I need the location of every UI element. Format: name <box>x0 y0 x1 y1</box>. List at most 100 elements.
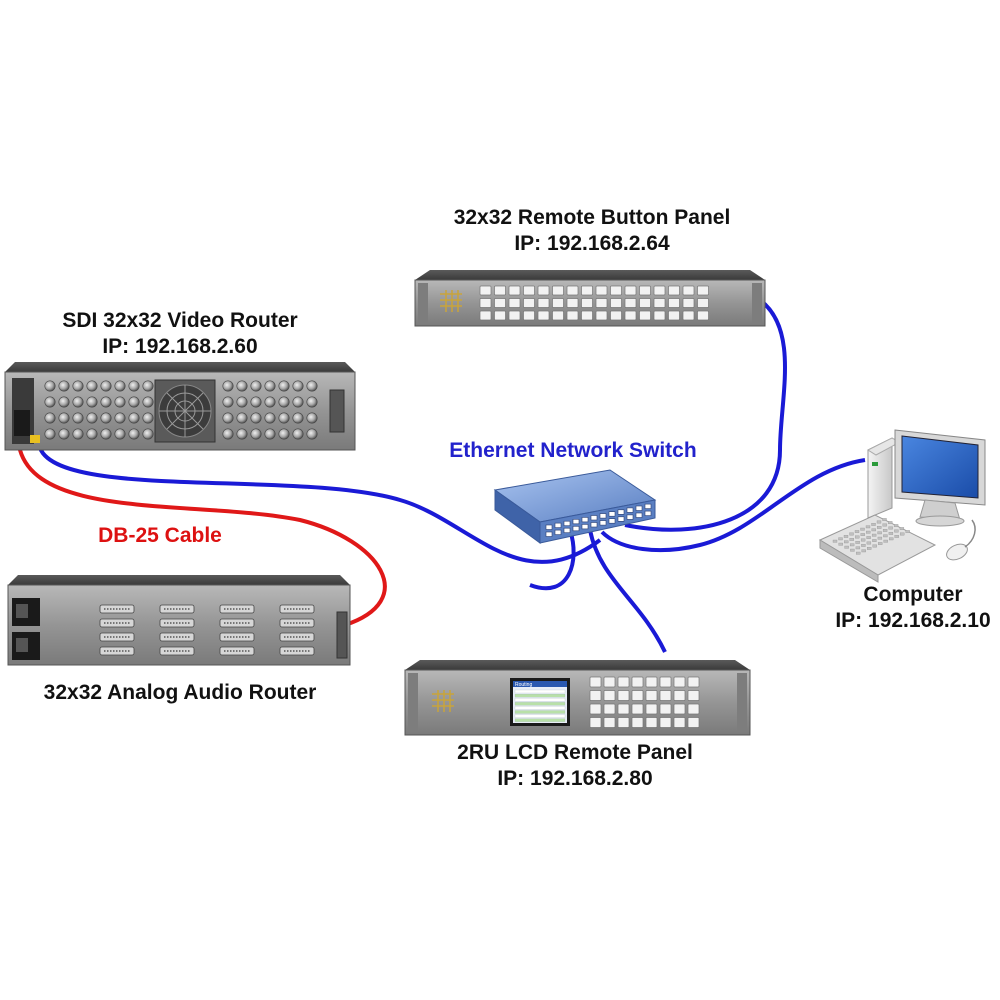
bnc-connector-icon <box>58 380 70 392</box>
bnc-connector-icon <box>100 428 112 440</box>
network-switch-name: Ethernet Network Switch <box>449 439 697 462</box>
ethernet-port-icon <box>626 514 634 520</box>
panel-button <box>494 298 506 308</box>
panel-button <box>624 310 637 321</box>
panel-button <box>659 717 672 728</box>
bnc-connector-icon <box>72 428 84 440</box>
panel-button <box>566 310 579 321</box>
panel-button <box>537 298 550 308</box>
panel-button <box>673 717 686 728</box>
panel-button <box>697 285 709 296</box>
ethernet-port-icon <box>545 531 553 537</box>
lcd-screen-title: Routing <box>515 682 532 688</box>
ethernet-cable-computer <box>600 458 866 553</box>
panel-button <box>624 298 637 308</box>
ethernet-cable-video-router <box>38 447 602 564</box>
bnc-connector-icon <box>142 396 154 408</box>
bnc-connector-icon <box>250 380 262 392</box>
panel-button <box>639 285 651 296</box>
remote-button-panel-ip: IP: 192.168.2.64 <box>514 232 670 255</box>
panel-button <box>659 676 672 688</box>
panel-button <box>653 285 666 296</box>
ethernet-port-icon <box>617 509 625 515</box>
video-router-bnc-right <box>222 380 318 440</box>
panel-button <box>697 310 709 321</box>
bnc-connector-icon <box>264 412 276 424</box>
bnc-connector-icon <box>100 412 112 424</box>
audio-router-name: 32x32 Analog Audio Router <box>43 681 317 704</box>
panel-button <box>631 717 644 728</box>
panel-button <box>682 285 695 296</box>
panel-button <box>631 690 644 701</box>
ethernet-port-icon <box>644 510 652 516</box>
bnc-connector-icon <box>128 396 140 408</box>
panel-button <box>687 717 700 728</box>
ethernet-port-icon <box>554 529 562 535</box>
lcd-remote-panel-label: 2RU LCD Remote Panel IP: 192.168.2.80 <box>400 740 750 792</box>
fan-icon <box>154 379 216 443</box>
bnc-connector-icon <box>44 428 56 440</box>
panel-button <box>645 690 658 701</box>
panel-button <box>687 703 700 715</box>
panel-button <box>566 298 579 308</box>
panel-button <box>603 717 616 728</box>
bnc-connector-icon <box>236 428 248 440</box>
audio-router-label: 32x32 Analog Audio Router <box>10 680 350 706</box>
panel-button <box>523 298 535 308</box>
ethernet-port-icon <box>644 503 652 509</box>
panel-button <box>581 298 593 308</box>
bnc-connector-icon <box>278 380 290 392</box>
db25-cable <box>18 449 387 627</box>
bnc-connector-icon <box>292 396 304 408</box>
panel-button <box>668 310 680 321</box>
msc-logo-icon <box>440 290 462 312</box>
bnc-connector-icon <box>250 396 262 408</box>
bnc-connector-icon <box>250 428 262 440</box>
remote-button-panel-label: 32x32 Remote Button Panel IP: 192.168.2.… <box>392 205 792 257</box>
bnc-connector-icon <box>128 428 140 440</box>
bnc-connector-icon <box>278 428 290 440</box>
keyboard-icon <box>818 514 937 583</box>
panel-button <box>552 310 564 321</box>
panel-button <box>631 676 644 688</box>
panel-button <box>552 298 564 308</box>
panel-button <box>508 285 521 296</box>
panel-button <box>645 703 658 715</box>
bnc-connector-icon <box>222 380 234 392</box>
bnc-connector-icon <box>306 380 318 392</box>
network-switch-ports <box>545 503 652 537</box>
panel-button <box>566 285 579 296</box>
bnc-connector-icon <box>306 396 318 408</box>
panel-button <box>523 285 535 296</box>
bnc-connector-icon <box>306 428 318 440</box>
bnc-connector-icon <box>222 428 234 440</box>
panel-button <box>610 285 622 296</box>
bnc-connector-icon <box>58 428 70 440</box>
bnc-connector-icon <box>278 396 290 408</box>
panel-button <box>589 676 602 688</box>
ethernet-port-icon <box>563 520 571 527</box>
panel-button <box>508 310 521 321</box>
remote-button-panel-buttons <box>479 285 709 321</box>
bnc-connector-icon <box>114 412 126 424</box>
ethernet-port-icon <box>635 512 643 518</box>
bnc-connector-icon <box>236 412 248 424</box>
lcd-screen: Routing <box>510 678 570 726</box>
ethernet-port-icon <box>635 505 643 511</box>
bnc-connector-icon <box>72 412 84 424</box>
panel-button <box>589 703 602 715</box>
panel-button <box>523 310 535 321</box>
bnc-connector-icon <box>72 380 84 392</box>
bnc-connector-icon <box>142 380 154 392</box>
panel-button <box>687 690 700 701</box>
video-router-bnc-left <box>44 380 154 440</box>
panel-button <box>645 717 658 728</box>
cables <box>18 298 866 653</box>
panel-button <box>581 285 593 296</box>
panel-button <box>595 298 608 308</box>
network-switch-device <box>493 469 657 544</box>
lcd-remote-panel-device: Routing <box>404 660 751 736</box>
bnc-connector-icon <box>264 396 276 408</box>
mouse-icon <box>946 519 976 561</box>
